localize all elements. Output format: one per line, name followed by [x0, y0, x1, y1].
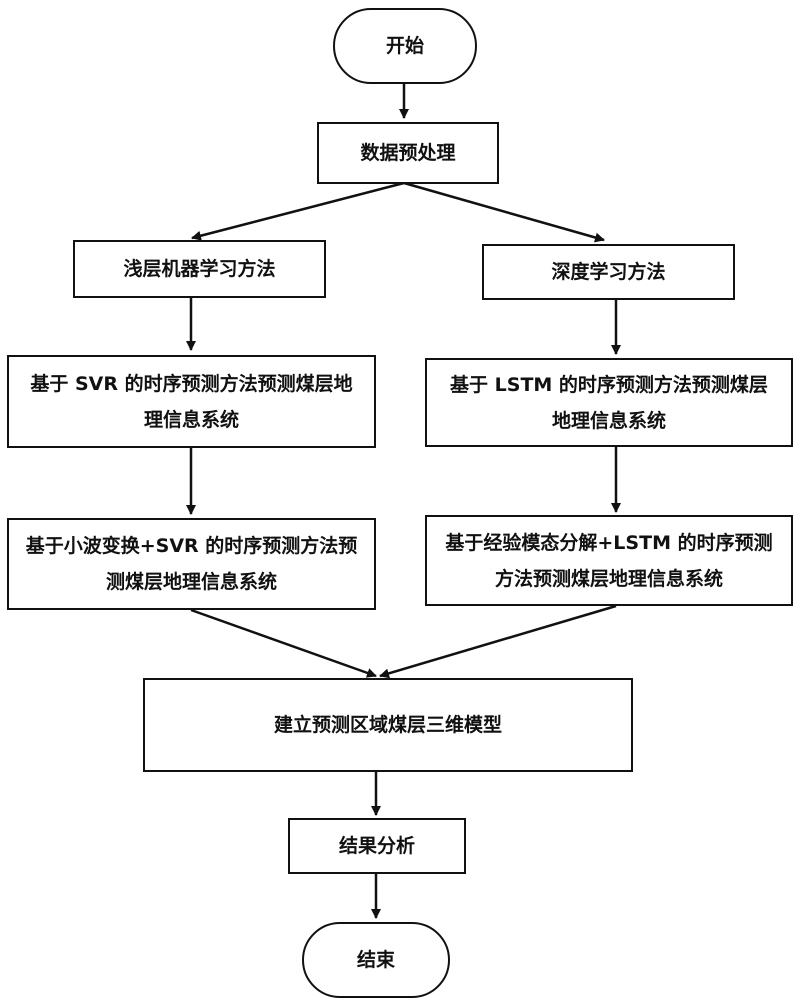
deep-learning-node: 深度学习方法: [482, 244, 735, 300]
preprocess-node: 数据预处理: [317, 122, 499, 184]
preprocess-label: 数据预处理: [360, 142, 456, 164]
end-label: 结束: [356, 949, 395, 971]
lstm-node: 基于 LSTM 的时序预测方法预测煤层地理信息系统: [425, 358, 793, 447]
model3d-label: 建立预测区域煤层三维模型: [273, 714, 502, 736]
emd-lstm-label: 基于经验模态分解+LSTM 的时序预测方法预测煤层地理信息系统: [445, 531, 773, 590]
start-label: 开始: [385, 35, 424, 57]
model3d-node: 建立预测区域煤层三维模型: [143, 678, 633, 772]
lstm-label: 基于 LSTM 的时序预测方法预测煤层地理信息系统: [450, 373, 768, 432]
svr-label: 基于 SVR 的时序预测方法预测煤层地理信息系统: [30, 372, 353, 431]
svr-node: 基于 SVR 的时序预测方法预测煤层地理信息系统: [7, 355, 376, 448]
end-node: 结束: [302, 922, 450, 998]
start-node: 开始: [333, 8, 477, 84]
edge-preprocess-shallow: [191, 181, 405, 241]
wavelet-svr-node: 基于小波变换+SVR 的时序预测方法预测煤层地理信息系统: [7, 518, 376, 610]
emd-lstm-node: 基于经验模态分解+LSTM 的时序预测方法预测煤层地理信息系统: [425, 515, 793, 606]
edge-emd-model3d: [379, 604, 617, 679]
deep-learning-label: 深度学习方法: [551, 261, 666, 283]
shallow-ml-node: 浅层机器学习方法: [73, 240, 326, 298]
edge-preprocess-deep: [403, 181, 605, 243]
analysis-label: 结果分析: [338, 835, 415, 857]
wavelet-svr-label: 基于小波变换+SVR 的时序预测方法预测煤层地理信息系统: [25, 535, 358, 593]
shallow-ml-label: 浅层机器学习方法: [123, 258, 276, 280]
edge-wavelet-model3d: [190, 608, 377, 678]
analysis-node: 结果分析: [288, 818, 466, 874]
